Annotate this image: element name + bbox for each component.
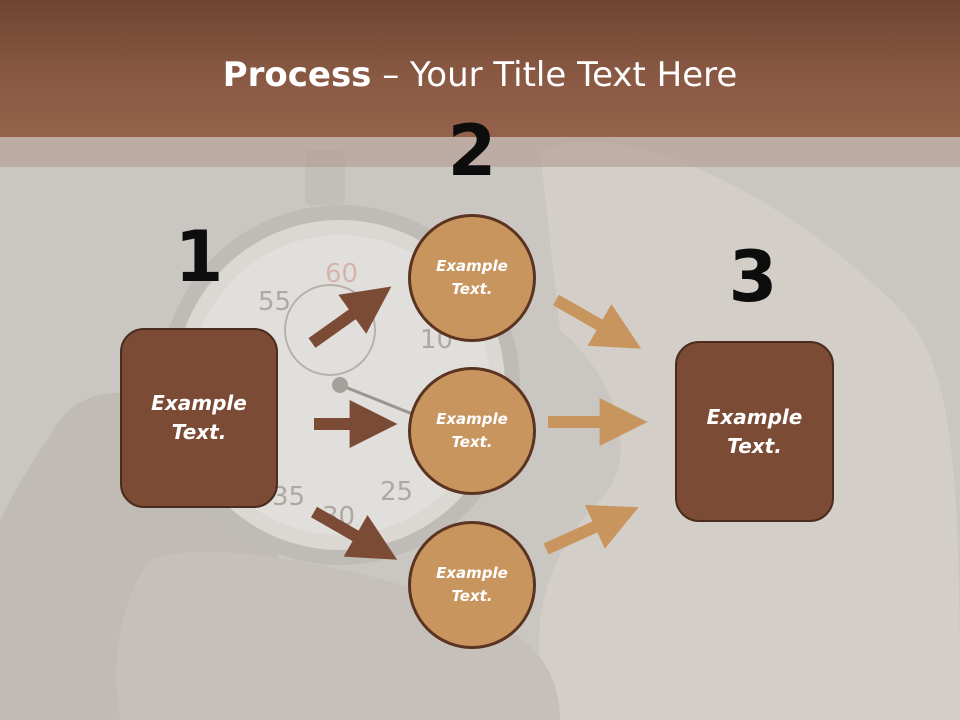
process-circle-bottom-line1: Example [436, 564, 508, 582]
process-box-left-line1: Example [151, 391, 247, 415]
process-circle-bottom-text: Example Text. [436, 562, 508, 608]
process-box-right[interactable]: Example Text. [675, 341, 834, 522]
process-circle-middle-line2: Text. [451, 433, 493, 451]
title-bar-strip [0, 137, 960, 167]
process-circle-top-text: Example Text. [436, 255, 508, 301]
arrow-left-to-bottom [311, 506, 398, 560]
process-circle-middle[interactable]: Example Text. [408, 367, 536, 495]
arrow-top-to-right [553, 294, 642, 349]
title-bar [0, 0, 960, 137]
step-number-2[interactable]: 2 [447, 110, 497, 192]
svg-text:25: 25 [380, 477, 413, 507]
slide-title[interactable]: Process – Your Title Text Here [0, 54, 960, 96]
process-box-right-text: Example Text. [707, 403, 803, 461]
process-circle-bottom-line2: Text. [451, 587, 493, 605]
process-circle-middle-text: Example Text. [436, 408, 508, 454]
arrow-left-to-top [308, 286, 392, 348]
step-number-3[interactable]: 3 [728, 236, 778, 318]
svg-text:55: 55 [258, 287, 291, 317]
title-rest: – Your Title Text Here [371, 55, 738, 95]
process-circle-top-line1: Example [436, 257, 508, 275]
process-box-right-line2: Text. [727, 433, 782, 458]
arrow-bottom-to-right [543, 505, 639, 555]
process-box-left[interactable]: Example Text. [120, 328, 278, 508]
process-box-left-text: Example Text. [151, 389, 247, 447]
process-circle-top[interactable]: Example Text. [408, 214, 536, 342]
title-bold: Process [222, 55, 372, 95]
process-circle-middle-line1: Example [436, 410, 508, 428]
svg-text:60: 60 [325, 259, 358, 289]
process-box-right-line1: Example [706, 404, 803, 429]
process-box-left-line2: Text. [171, 420, 227, 444]
step-number-1[interactable]: 1 [174, 216, 224, 298]
process-circle-bottom[interactable]: Example Text. [408, 521, 536, 649]
process-circle-top-line2: Text. [451, 280, 493, 298]
